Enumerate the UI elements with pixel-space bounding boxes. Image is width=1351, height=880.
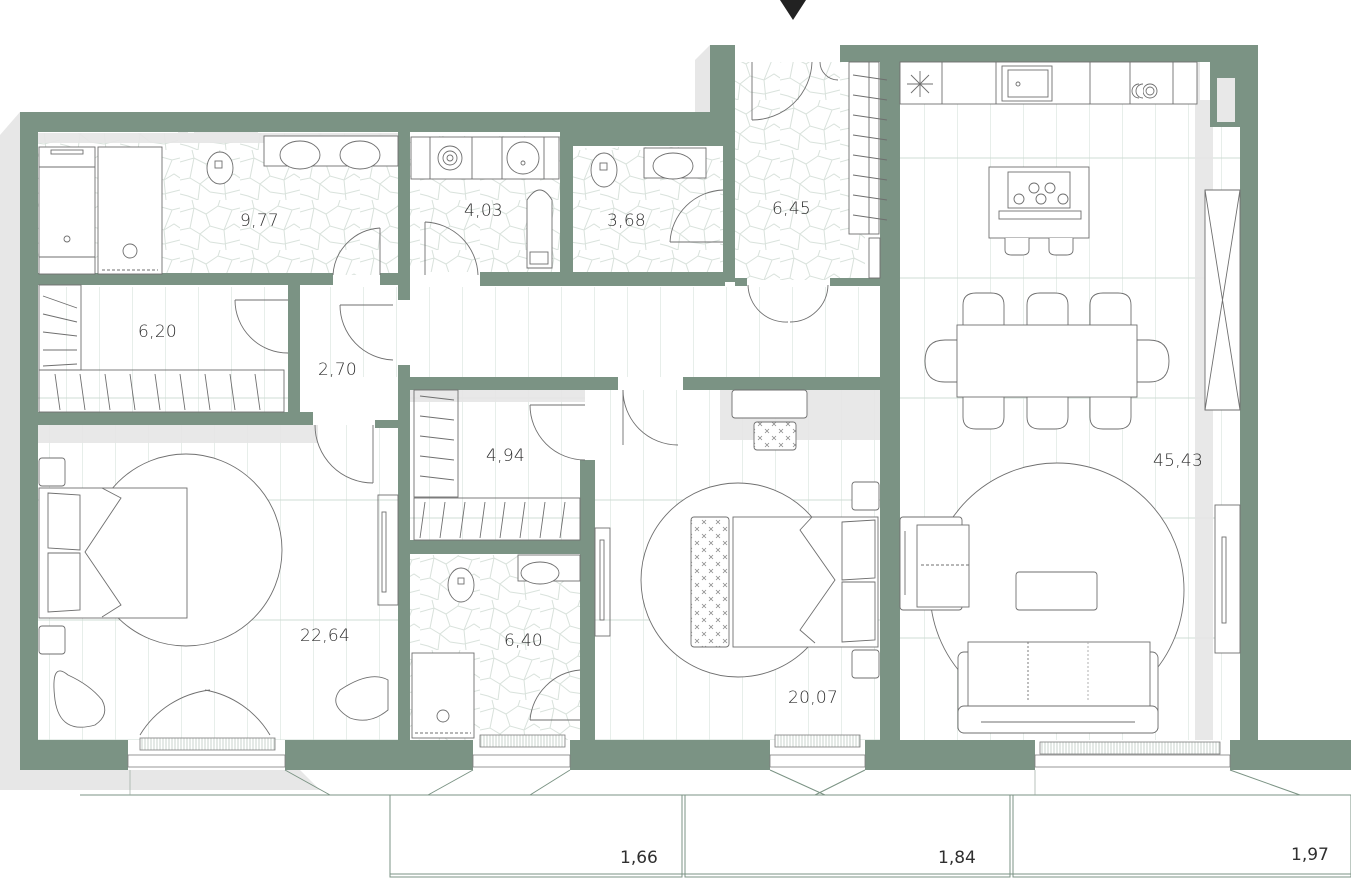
room-area-corridor: 2,70	[318, 360, 358, 380]
furniture-wardrobe-middle	[377, 389, 611, 637]
room-area-kitchen-living: 45,43	[1153, 451, 1204, 471]
furniture-bedroom-left	[38, 453, 389, 728]
furniture-hall-wardrobe	[848, 61, 888, 279]
entrance-marker-icon	[780, 0, 806, 20]
furniture-bathroom-master	[38, 132, 399, 275]
furniture-kitchen	[899, 61, 1241, 411]
room-area-laundry: 4,03	[464, 201, 504, 221]
balcony-area-2: 1,84	[938, 848, 976, 868]
furniture-wc	[574, 147, 707, 188]
room-area-wc: 3,68	[607, 211, 647, 231]
window-sills	[129, 770, 1036, 795]
room-area-wardrobe-left: 6,20	[138, 322, 178, 342]
windows	[127, 734, 1231, 768]
balcony-area-1: 1,66	[620, 848, 658, 868]
furniture-dining	[924, 292, 1170, 430]
furniture-living	[899, 462, 1241, 734]
room-area-bathroom-master: 9,77	[240, 211, 280, 231]
furniture-bathroom-middle	[411, 554, 581, 739]
room-area-entrance-hall: 6,45	[772, 199, 812, 219]
utility-shaft	[1217, 78, 1235, 122]
room-area-bedroom-left: 22,64	[300, 626, 351, 646]
room-area-bedroom-middle: 20,07	[788, 688, 839, 708]
room-area-bathroom-middle: 6,40	[504, 631, 544, 651]
wall-shadows	[0, 45, 710, 790]
doors	[139, 61, 839, 736]
furniture-laundry	[410, 136, 560, 269]
balcony-area-3: 1,97	[1291, 845, 1329, 865]
furniture-bedroom-middle	[640, 389, 880, 679]
balconies	[80, 769, 1351, 878]
furniture-wardrobe-left	[38, 284, 285, 413]
room-area-wardrobe-middle: 4,94	[486, 446, 526, 466]
walls	[20, 45, 1351, 770]
